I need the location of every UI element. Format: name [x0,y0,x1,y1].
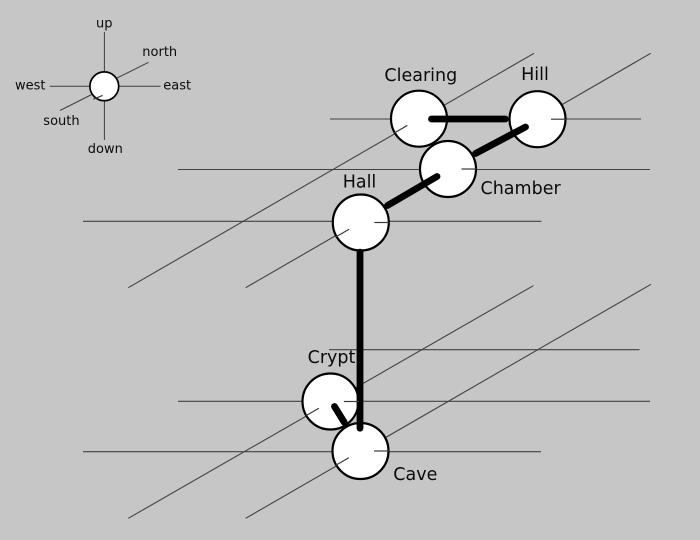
compass-circle [89,71,120,102]
compass-label-west: west [15,78,46,93]
compass-label-east: east [163,78,191,93]
room-label-clearing: Clearing [384,66,457,86]
room-label-hall: Hall [343,173,377,193]
compass-label-north: north [142,45,177,60]
compass-south-stub [93,94,103,100]
compass-ray-north [114,61,149,80]
compass-label-south: south [43,114,79,129]
room-label-chamber: Chamber [481,179,562,199]
grid-line-diagonal-0 [128,52,535,289]
room-label-hill: Hill [521,65,549,85]
room-label-cave: Cave [393,465,437,485]
compass-label-down: down [88,142,123,157]
direction-stub-hall-sw [335,228,350,238]
edges-layer [331,115,529,432]
edge-hill-chamber [472,123,529,157]
direction-stub-cave-sw [335,457,350,466]
compass-ray-south [59,93,95,111]
room-label-crypt: Crypt [308,348,356,368]
compass-label-up: up [96,17,113,32]
stubs-layer [305,118,566,466]
direction-stub-clearing-sw [394,124,408,134]
compass-rose: up north east south west down [15,17,191,158]
edge-chamber-hall [384,173,441,209]
direction-stub-crypt-sw [305,407,320,417]
edge-crypt-cave [331,403,348,426]
grid-line-diagonal-3 [245,283,652,519]
nodes-layer [301,89,567,481]
